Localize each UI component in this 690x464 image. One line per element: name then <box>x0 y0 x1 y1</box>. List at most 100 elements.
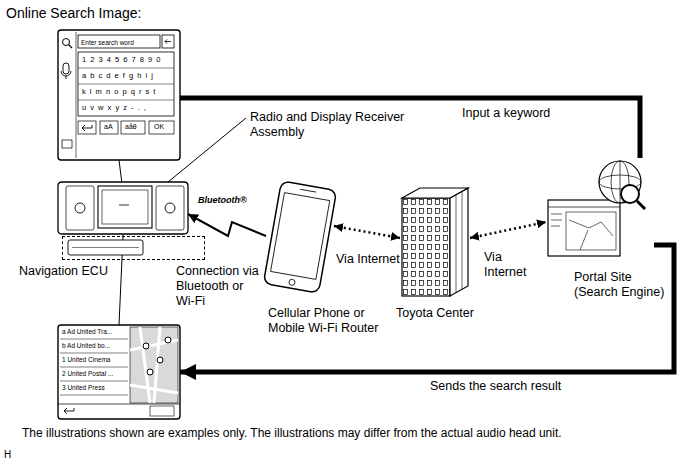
portal-site: Portal Site (Search Engine) <box>546 158 654 262</box>
portal-site-art <box>548 161 645 256</box>
navigation-ecu-art <box>72 247 139 248</box>
keyboard-screen: Enter search word1 2 3 4 5 6 7 8 9 0a b … <box>58 30 180 160</box>
toyota-center: Toyota Center <box>400 186 470 298</box>
bluetooth-logo: Bluetooth® <box>198 195 247 206</box>
connector-label: Sends the search result <box>430 379 561 394</box>
connector-label: Via Internet <box>484 250 536 280</box>
keyboard-screen-art <box>58 30 180 160</box>
key-row: u v w x y z - . , <box>82 103 147 112</box>
map-art <box>165 337 171 343</box>
phone-art <box>263 181 336 293</box>
portal-site-art <box>569 220 613 250</box>
portal-site-art <box>599 161 641 203</box>
map-art <box>143 343 149 349</box>
map-art <box>147 369 153 375</box>
key-label: aåθ <box>125 123 137 131</box>
building-art <box>450 188 468 296</box>
part-label: Radio and Display Receiver Assembly <box>250 110 420 140</box>
search-result-screen: a Ad United Tra...b Ad United bo...1 Uni… <box>58 325 180 419</box>
search-result-screen-art <box>60 395 128 396</box>
phone-art <box>289 279 296 286</box>
connector <box>188 214 266 236</box>
key-label: OK <box>154 123 164 131</box>
keyboard-screen-art <box>62 140 72 148</box>
keyboard-screen-art <box>78 68 174 69</box>
part-label: Toyota Center <box>396 306 474 321</box>
radio-receiver-art <box>165 203 175 213</box>
connector-label: Connection via Bluetooth or Wi-Fi <box>176 264 262 309</box>
keyboard-screen-art <box>58 30 180 160</box>
connector <box>334 226 400 238</box>
search-result-screen-art <box>60 339 128 340</box>
result-item: 2 United Postal ... <box>62 370 113 378</box>
keyboard-screen-art <box>165 40 171 44</box>
radio-receiver-art <box>75 203 85 213</box>
connector-label: Input a keyword <box>462 106 550 121</box>
caption: The illustrations shown are examples onl… <box>22 426 682 440</box>
connector <box>470 222 546 238</box>
radio-receiver: Radio and Display Receiver Assembly <box>58 182 188 234</box>
result-item: b Ad United bo... <box>62 342 110 350</box>
part-label: Portal Site (Search Engine) <box>574 270 670 300</box>
map-art <box>157 357 163 363</box>
part-label: Cellular Phone or Mobile Wi-Fi Router <box>268 306 396 336</box>
building-art <box>402 188 468 296</box>
connector <box>180 98 640 158</box>
keyboard-screen-art <box>82 125 92 131</box>
navigation-ecu-art <box>68 240 143 255</box>
portal-site-art <box>620 161 621 203</box>
radio-receiver-art <box>58 182 188 234</box>
radio-receiver-art <box>66 186 94 230</box>
keyboard-screen-art <box>63 39 70 46</box>
key-row: 1 2 3 4 5 6 7 8 9 0 <box>82 55 161 64</box>
keyboard-screen-art <box>78 100 174 101</box>
building-art <box>462 191 463 289</box>
portal-site-art <box>551 214 562 215</box>
building-art <box>402 188 468 198</box>
building-art <box>456 195 457 292</box>
radio-receiver-art <box>58 182 188 234</box>
keyboard-screen-art <box>100 121 118 134</box>
keyboard-screen-art <box>78 84 174 85</box>
search-result-screen-art <box>130 327 178 403</box>
connector-label: Via Internet <box>336 252 400 267</box>
phone-art <box>263 181 336 293</box>
keyboard-screen-art <box>78 52 174 116</box>
key-label: aA <box>104 123 113 131</box>
portal-site-art <box>551 220 562 221</box>
keyboard-screen-art <box>121 121 145 134</box>
result-item: 3 United Press <box>62 384 105 392</box>
keyboard-screen-art <box>162 35 174 48</box>
navigation-ecu-art <box>68 240 143 255</box>
title: Online Search Image: <box>6 5 141 22</box>
cellular-phone: Cellular Phone or Mobile Wi-Fi Router <box>266 180 334 302</box>
portal-site-art <box>551 226 560 227</box>
key-row: k l m n o p q r s t <box>82 87 156 96</box>
keyboard-screen-art <box>149 121 174 134</box>
navigation-ecu: Navigation ECU <box>62 236 205 260</box>
portal-site-art <box>621 185 639 203</box>
portal-site-art <box>548 207 620 208</box>
building-art <box>402 198 450 296</box>
keyboard-screen-art <box>61 63 71 79</box>
search-result-screen-art <box>58 325 180 419</box>
search-result-screen-art <box>58 325 180 419</box>
search-result-screen-art <box>60 381 128 382</box>
result-item: a Ad United Tra... <box>62 328 112 336</box>
radio-receiver-art <box>156 186 184 230</box>
portal-site-art <box>637 201 645 209</box>
keyboard-screen-art <box>76 32 77 158</box>
keyboard-screen-art <box>69 45 73 49</box>
search-result-screen-art <box>60 353 128 354</box>
key-row: a b c d e f g h i j <box>82 71 154 80</box>
search-result-screen-art <box>150 406 174 416</box>
search-result-screen-art <box>60 367 128 368</box>
keyboard-screen-art <box>78 35 160 48</box>
keyboard-screen-art <box>78 121 96 134</box>
map-art <box>130 327 178 403</box>
phone-art <box>300 189 316 192</box>
radio-receiver-art <box>119 205 129 206</box>
part-label: Navigation ECU <box>19 264 108 279</box>
